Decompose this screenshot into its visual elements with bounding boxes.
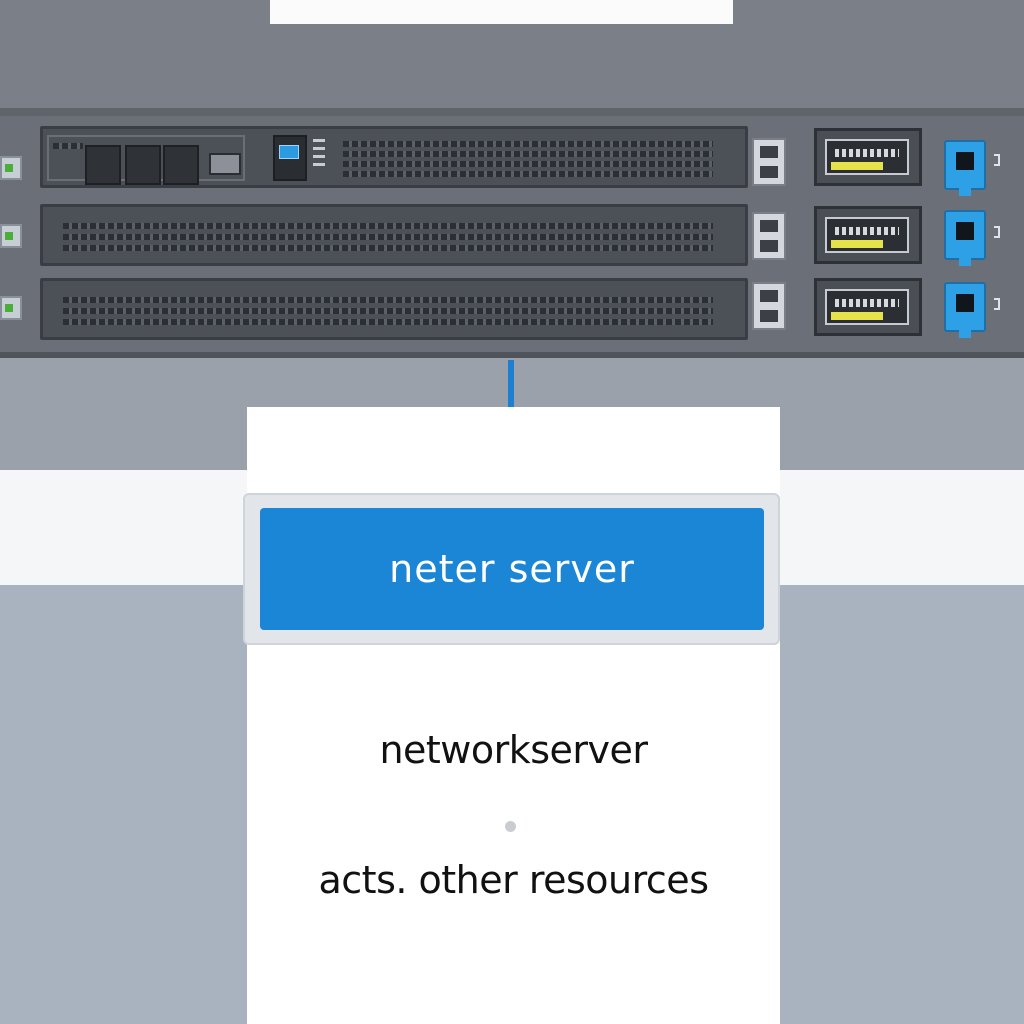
drive-panel	[47, 135, 245, 185]
server-unit	[40, 204, 748, 266]
top-tab	[270, 0, 733, 24]
vent-grille	[63, 293, 713, 329]
server-button[interactable]: neter server	[260, 508, 764, 630]
ethernet-port-icon[interactable]	[944, 140, 986, 196]
status-led-icon	[0, 224, 22, 248]
vent-grille	[343, 139, 713, 179]
vent-grille	[63, 219, 713, 255]
ethernet-port-icon[interactable]	[944, 210, 986, 266]
status-led-icon	[0, 156, 22, 180]
usb-port-pair[interactable]	[752, 212, 786, 260]
usb-port-pair[interactable]	[752, 138, 786, 186]
server-rack	[0, 116, 1024, 358]
usb-port-pair[interactable]	[752, 282, 786, 330]
sfp-module-icon[interactable]	[814, 206, 922, 264]
power-button[interactable]	[209, 153, 241, 175]
ethernet-port-icon[interactable]	[944, 282, 986, 338]
drive-bay	[85, 145, 121, 185]
indicator-lights	[313, 139, 325, 169]
card-title: networkserver	[379, 728, 648, 772]
status-led-icon	[0, 296, 22, 320]
port-marker	[994, 226, 1000, 238]
bullet-dot	[505, 821, 516, 832]
sfp-module-icon[interactable]	[814, 278, 922, 336]
port-marker	[994, 154, 1000, 166]
server-unit	[40, 126, 748, 188]
drive-bay	[163, 145, 199, 185]
vent	[53, 143, 83, 149]
card-subtitle: acts. other resources	[318, 858, 709, 902]
status-led-icon	[279, 145, 299, 159]
drive-bay	[125, 145, 161, 185]
indicator-panel	[273, 135, 307, 181]
sfp-module-icon[interactable]	[814, 128, 922, 186]
rack-shelf	[0, 108, 1024, 116]
server-unit	[40, 278, 748, 340]
port-marker	[994, 298, 1000, 310]
